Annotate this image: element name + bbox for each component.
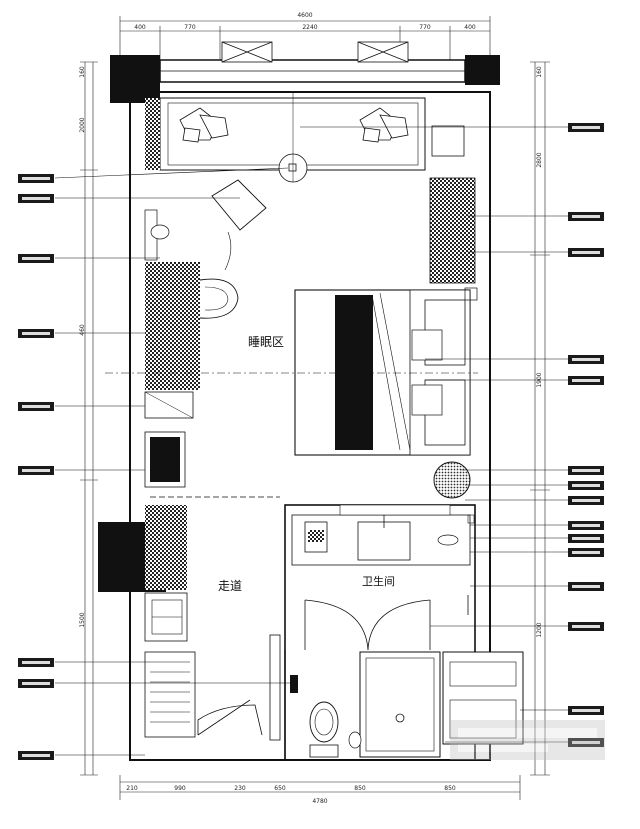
dim-right-4: 1200 (536, 622, 543, 637)
bathtub (442, 651, 524, 745)
armchair-left (179, 107, 229, 143)
towel-rack (269, 634, 281, 741)
bed (294, 289, 471, 456)
dim-bottom-seg-3: 230 (234, 785, 246, 792)
dim-bottom-seg-1: 210 (126, 785, 138, 792)
dim-left-2: 2000 (79, 117, 86, 132)
dim-left-4: 1500 (79, 612, 86, 627)
bathroom-doors (304, 599, 431, 651)
wardrobe-right (429, 177, 476, 284)
dim-bottom-seg-4: 650 (274, 785, 286, 792)
desk-chair (199, 278, 239, 319)
column-top-right (465, 55, 500, 85)
dim-left-1: 160 (79, 66, 86, 78)
wall-hatch-left (145, 262, 200, 390)
shower-drain (395, 713, 405, 723)
bathroom-label: 卫生间 (362, 574, 395, 588)
dimension-lines (80, 16, 550, 800)
luggage-rack (144, 391, 194, 419)
dim-bottom-seg-6: 850 (444, 785, 456, 792)
dim-top-seg-2: 770 (184, 24, 196, 31)
dim-top-seg-4: 770 (419, 24, 431, 31)
entry-door (197, 704, 263, 736)
corridor-hatch (145, 505, 187, 590)
leader-lines (54, 126, 568, 756)
shoe-cabinet (144, 651, 196, 738)
bath-sink (357, 521, 411, 561)
lounge-chair (211, 179, 267, 231)
sleeping-area-label: 睡眠区 (248, 335, 284, 349)
corridor-label: 走道 (218, 579, 242, 593)
dim-bottom-total: 4780 (312, 798, 327, 805)
dim-bottom-seg-5: 850 (354, 785, 366, 792)
shower-enclosure (359, 651, 441, 758)
dim-right-2: 2800 (536, 152, 543, 167)
bedside-table-top (464, 287, 478, 301)
armchair-right (359, 107, 409, 143)
dim-top-total: 4600 (297, 12, 312, 19)
dim-right-1: 160 (536, 66, 543, 78)
floor-lamp (433, 461, 471, 499)
left-wall-hatch (145, 98, 160, 170)
column-top-left (110, 55, 160, 103)
window-bays (221, 41, 409, 63)
dim-top-seg-5: 400 (464, 24, 476, 31)
dim-bottom-seg-2: 990 (174, 785, 186, 792)
watermark-logo (450, 720, 605, 760)
dim-left-3: 460 (79, 324, 86, 336)
dim-top-seg-3: 2240 (302, 24, 317, 31)
corner-cabinet (431, 125, 465, 157)
toilet (309, 701, 362, 758)
dim-top-seg-1: 400 (134, 24, 146, 31)
